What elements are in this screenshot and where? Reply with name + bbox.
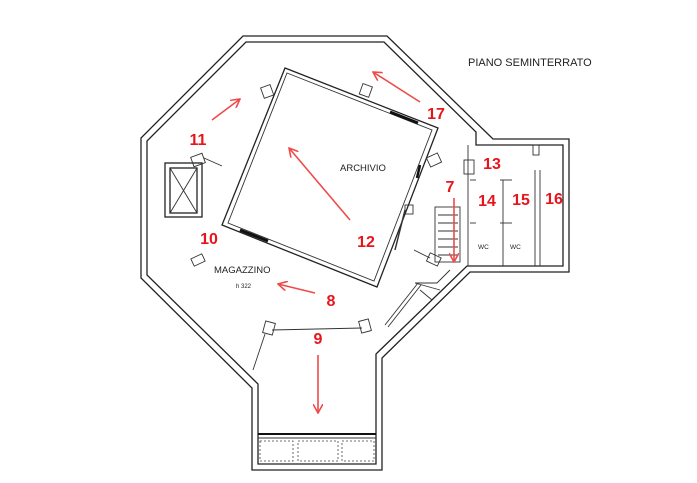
direction-arrows xyxy=(211,72,454,413)
bottom-annex xyxy=(252,318,376,462)
room-label-wc-2: WC xyxy=(510,244,521,251)
marker-14: 14 xyxy=(478,193,496,210)
service-rooms xyxy=(463,144,541,266)
room-label-wc-1: WC xyxy=(478,244,489,251)
plan-title: PIANO SEMINTERRATO xyxy=(468,57,592,69)
marker-10: 10 xyxy=(200,231,218,248)
elevator xyxy=(164,152,223,267)
outer-walls xyxy=(140,35,570,471)
marker-15: 15 xyxy=(512,192,530,209)
room-label-magazzino: MAGAZZINO xyxy=(214,265,270,276)
arrow-17 xyxy=(373,72,421,103)
marker-17: 17 xyxy=(427,106,445,123)
marker-16: 16 xyxy=(545,191,563,208)
marker-13: 13 xyxy=(483,156,501,173)
arrow-12 xyxy=(289,148,351,221)
marker-12: 12 xyxy=(357,234,375,251)
arrow-8 xyxy=(278,284,316,294)
room-height-label: h 322 xyxy=(236,284,252,290)
arrow-11 xyxy=(211,99,240,121)
archivio-room xyxy=(221,67,443,288)
marker-9: 9 xyxy=(314,331,323,348)
room-label-archivio: ARCHIVIO xyxy=(340,163,386,174)
marker-7: 7 xyxy=(446,179,455,196)
marker-11: 11 xyxy=(190,132,207,149)
marker-8: 8 xyxy=(327,293,336,310)
